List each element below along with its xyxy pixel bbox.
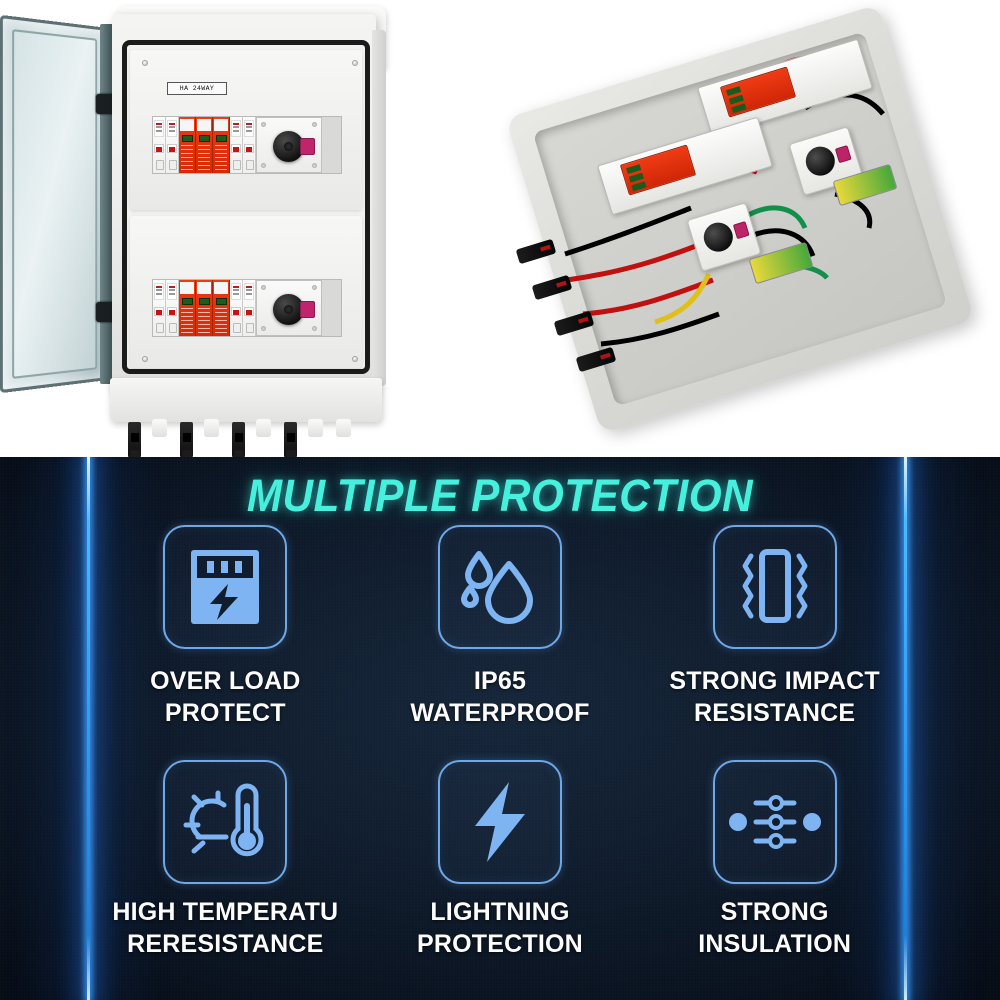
mcb-breaker [243, 117, 256, 173]
surge-protector [196, 117, 213, 173]
feature-item-over-load-protect: OVER LOAD PROTECT [88, 525, 363, 760]
breaker-row-lower [152, 279, 342, 337]
feature-label: HIGH TEMPERATU RERESISTANCE [112, 898, 339, 958]
mcb-breaker [153, 117, 166, 173]
mcb-breaker [153, 280, 166, 336]
surge-protector [213, 117, 230, 173]
lockout-pad [300, 138, 315, 155]
panel-texture [0, 457, 1000, 1000]
product-photo-left: HA 24WAY [0, 4, 420, 457]
feature-item-strong-insulation: STRONG INSULATION [637, 760, 912, 995]
water-drops-icon [437, 525, 562, 649]
feature-label: STRONG IMPACT RESISTANCE [669, 667, 880, 727]
feature-item-strong-impact-resistance: STRONG IMPACT RESISTANCE [637, 525, 912, 760]
feature-grid: OVER LOAD PROTECT IP65 WATERPROOF [88, 525, 912, 995]
feature-label: OVER LOAD PROTECT [150, 667, 301, 727]
breaker-row-upper [152, 116, 342, 174]
surge-protector [213, 280, 230, 336]
feature-item-high-temperature-resistance: HIGH TEMPERATU RERESISTANCE [88, 760, 363, 995]
feature-item-ip65-waterproof: IP65 WATERPROOF [363, 525, 638, 760]
door-window [12, 29, 98, 379]
rotary-knob [802, 143, 839, 180]
sun-thermometer-icon [163, 760, 288, 884]
surge-protector [196, 280, 213, 336]
feature-label: STRONG INSULATION [698, 898, 852, 958]
rotary-isolator-switch [256, 280, 322, 336]
product-photo-right [505, 4, 975, 442]
cable-gland [152, 419, 167, 437]
cable-gland [336, 419, 351, 437]
light-bar-right [904, 457, 907, 1000]
enclosure-right-edge [372, 30, 386, 386]
feature-label: IP65 WATERPROOF [410, 667, 590, 727]
impact-vibration-icon [712, 525, 837, 649]
cable-gland [308, 419, 323, 437]
mcb-breaker [230, 280, 243, 336]
mcb-breaker [243, 280, 256, 336]
lockout-pad [834, 145, 852, 164]
surge-protector [179, 280, 196, 336]
product-photo-strip: HA 24WAY [0, 0, 1000, 457]
cable-gland [256, 419, 271, 437]
screw-top-left [142, 60, 148, 66]
screw-bottom-left [142, 356, 148, 362]
mc4-connector [128, 422, 141, 457]
insulation-sliders-icon [712, 760, 837, 884]
rotary-knob [700, 219, 737, 256]
rotary-isolator-switch [256, 117, 322, 173]
mc4-connector [180, 422, 193, 457]
lockout-pad [732, 221, 750, 240]
page-title: MULTIPLE PROTECTION [246, 470, 754, 521]
mcb-breaker [230, 117, 243, 173]
enclosure-door [0, 14, 108, 394]
enclosure-bottom-cap [110, 378, 382, 422]
feature-item-lightning-protection: LIGHTNING PROTECTION [363, 760, 638, 995]
lockout-pad [300, 301, 315, 318]
rotary-knob [273, 131, 304, 162]
screw-top-right [352, 60, 358, 66]
light-bar-left [87, 457, 90, 1000]
multiple-protection-panel [0, 457, 1000, 1000]
mc4-connector [284, 422, 297, 457]
mc4-connector [232, 422, 245, 457]
cable-gland [204, 419, 219, 437]
lightning-bolt-icon [437, 760, 562, 884]
mcb-breaker [166, 280, 179, 336]
surge-protector [179, 117, 196, 173]
enclosure-model-label: HA 24WAY [167, 82, 227, 95]
feature-label: LIGHTNING PROTECTION [417, 898, 583, 958]
screw-bottom-right [352, 356, 358, 362]
electric-meter-bolt-icon [163, 525, 288, 649]
mcb-breaker [166, 117, 179, 173]
rotary-knob [273, 294, 304, 325]
